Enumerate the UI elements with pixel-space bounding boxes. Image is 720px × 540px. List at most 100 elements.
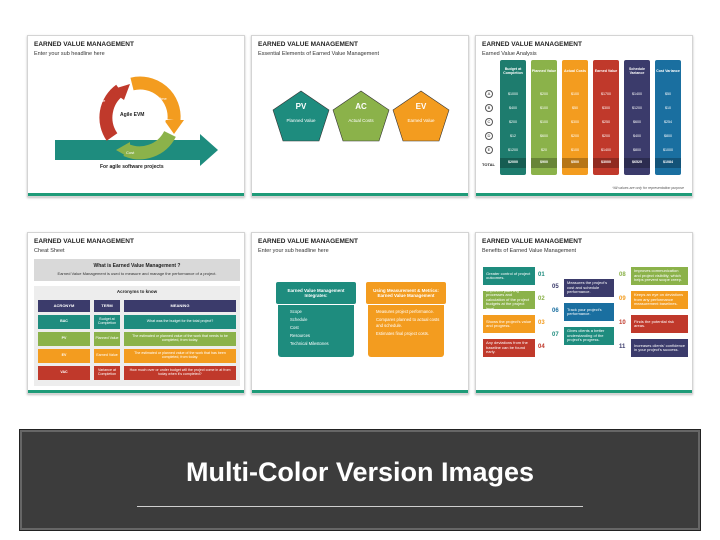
time-arrowhead bbox=[164, 120, 184, 134]
integrates-item: Cost bbox=[290, 325, 299, 330]
center-circle bbox=[126, 97, 166, 137]
term-cell: Earned Value bbox=[94, 349, 120, 363]
total-cell: $900 bbox=[531, 158, 557, 168]
table-cell: $1400 bbox=[601, 148, 611, 153]
left-card-heading: Earned Value Management Integrates: bbox=[287, 287, 345, 298]
benefit-box: Keeps an eye on deviations from any perf… bbox=[631, 291, 688, 309]
total-cell: $2000 bbox=[500, 158, 526, 168]
table-cell: $200 bbox=[540, 92, 548, 97]
metrics-item: Compares planned to actual costs and sch… bbox=[376, 317, 440, 328]
table-cell: $1200 bbox=[632, 106, 642, 111]
slide-subtitle: Benefits of Earned Value Management bbox=[482, 248, 577, 254]
banner-title: Multi-Color Version Images bbox=[185, 457, 535, 487]
table-cell: $300 bbox=[602, 106, 610, 111]
table-cell: $50 bbox=[572, 106, 578, 111]
row-label: D bbox=[485, 132, 493, 140]
meaning-cell: The estimated or planned value of the wo… bbox=[124, 349, 236, 363]
slide-subtitle: Enter your sub headline here bbox=[34, 51, 105, 57]
table-cell: $100 bbox=[571, 148, 579, 153]
slide-agile-evm[interactable]: EARNED VALUE MANAGEMENT Enter your sub h… bbox=[27, 35, 245, 197]
meaning-cell: The estimated or planned value of the wo… bbox=[124, 332, 236, 346]
slide-title: EARNED VALUE MANAGEMENT bbox=[482, 41, 582, 48]
pentagon-fill bbox=[332, 90, 390, 142]
slide-subtitle: Cheat Sheet bbox=[34, 248, 65, 254]
table-cell: $800 bbox=[633, 148, 641, 153]
integrates-item: Resources bbox=[290, 333, 311, 338]
scope-arrowhead bbox=[110, 84, 130, 100]
row-label: B bbox=[485, 104, 493, 112]
table-cell: $600 bbox=[540, 134, 548, 139]
table-cell: $600 bbox=[633, 120, 641, 125]
slide-cheat-sheet[interactable]: EARNED VALUE MANAGEMENT Cheat Sheet What… bbox=[27, 232, 245, 394]
benefit-box: Measures the project's cost and schedule… bbox=[564, 279, 614, 297]
benefit-number: 03 bbox=[538, 320, 545, 326]
table-cell: $400 bbox=[633, 134, 641, 139]
element-label: Actual Costs bbox=[348, 118, 374, 123]
total-cell: $6525 bbox=[624, 158, 650, 168]
element-abbr: EV bbox=[415, 102, 427, 111]
table-cell: $1700 bbox=[601, 92, 611, 97]
slide-evm-integrates[interactable]: EARNED VALUE MANAGEMENT Enter your sub h… bbox=[251, 232, 469, 394]
diagram-caption: For agile software projects bbox=[100, 164, 164, 170]
pentagon-fill bbox=[272, 90, 330, 142]
table-cell: $400 bbox=[509, 106, 517, 111]
total-cell: $1084 bbox=[655, 158, 681, 168]
table-cell: $1400 bbox=[632, 92, 642, 97]
right-card-heading: Using Measurement & Metrics: Earned Valu… bbox=[373, 287, 439, 298]
element-abbr: PV bbox=[295, 102, 307, 111]
benefit-box: Improved planning processes and calculat… bbox=[483, 288, 535, 310]
table-cell: $200 bbox=[509, 120, 517, 125]
element-pentagon: PV Planned Value bbox=[272, 90, 330, 142]
slide-earned-value-analysis[interactable]: EARNED VALUE MANAGEMENT Earned Value Ana… bbox=[475, 35, 693, 197]
integrates-item: Technical Milestones bbox=[290, 341, 329, 346]
row-label: E bbox=[485, 146, 493, 154]
left-card-header: Earned Value Management Integrates: bbox=[275, 281, 357, 305]
benefit-number: 07 bbox=[552, 332, 559, 338]
time-arc bbox=[130, 76, 181, 121]
element-label: Planned Value bbox=[286, 118, 316, 123]
benefit-number: 11 bbox=[619, 344, 626, 350]
banner-underline bbox=[137, 506, 583, 507]
cheat-col-header: ACRONYM bbox=[38, 300, 90, 312]
benefit-box: Increases clients' confidence in your pr… bbox=[631, 339, 688, 357]
banner: Multi-Color Version Images bbox=[20, 430, 700, 530]
cheat-col-header: MEANING bbox=[124, 300, 236, 312]
benefit-number: 09 bbox=[619, 296, 626, 302]
slide-subtitle: Essential Elements of Earned Value Manag… bbox=[258, 51, 379, 57]
table-cell: $50 bbox=[665, 92, 671, 97]
cost-arc bbox=[123, 130, 176, 160]
table-cell: $800 bbox=[664, 134, 672, 139]
table-column: Cost Variance$50$10$254$800$1000$1084 bbox=[655, 60, 681, 175]
table-cell: $1200 bbox=[508, 148, 518, 153]
column-header: Earned Value bbox=[594, 69, 618, 74]
right-card-header: Using Measurement & Metrics: Earned Valu… bbox=[365, 281, 447, 305]
table-cell: $1000 bbox=[508, 92, 518, 97]
slide-essential-elements[interactable]: EARNED VALUE MANAGEMENT Essential Elemen… bbox=[251, 35, 469, 197]
benefit-box: Improves communication and project visib… bbox=[631, 267, 688, 285]
slide-title: EARNED VALUE MANAGEMENT bbox=[258, 41, 358, 48]
cheat-col-header: TERM bbox=[94, 300, 120, 312]
table-cell: $12 bbox=[510, 134, 516, 139]
acronym-cell: EV bbox=[38, 349, 90, 363]
question-heading: What is Earned Value Management ? bbox=[93, 263, 181, 269]
table-column: Earned Value$1700$300$250$200$1400$3000 bbox=[593, 60, 619, 175]
total-label: TOTAL bbox=[482, 162, 495, 167]
table-cell: $250 bbox=[602, 120, 610, 125]
benefit-box: Finds the potential risk areas. bbox=[631, 315, 688, 333]
term-cell: Variance at Completion bbox=[94, 366, 120, 380]
scope-label: Scope bbox=[94, 98, 106, 103]
slide-benefits[interactable]: EARNED VALUE MANAGEMENT Benefits of Earn… bbox=[475, 232, 693, 394]
table-cell: $100 bbox=[540, 120, 548, 125]
time-label: Time bbox=[158, 96, 167, 101]
table-cell: $300 bbox=[571, 120, 579, 125]
acronyms-heading: Acronyms to know bbox=[116, 289, 158, 294]
left-card: Earned Value Management Integrates: Scop… bbox=[275, 281, 357, 357]
column-header: Planned Value bbox=[531, 69, 557, 74]
table-column: Schedule Variance$1400$1200$600$400$800$… bbox=[624, 60, 650, 175]
benefit-number: 05 bbox=[552, 284, 559, 290]
metrics-item: Estimates final project costs. bbox=[376, 331, 430, 337]
pentagon-shape bbox=[332, 90, 390, 142]
element-abbr: AC bbox=[355, 102, 367, 111]
benefit-box: Greater control of project outcomes. bbox=[483, 267, 535, 285]
